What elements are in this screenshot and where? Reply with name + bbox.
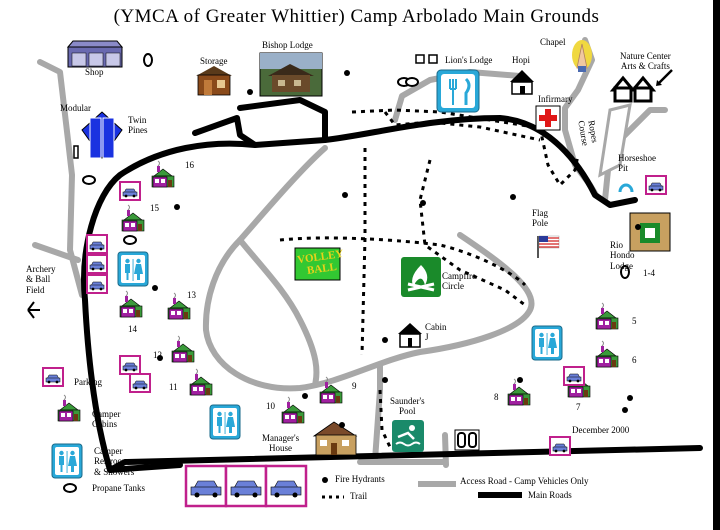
ropes-course-area	[598, 102, 632, 178]
parking-5	[129, 373, 151, 393]
label-december: December 2000	[572, 425, 630, 435]
parking-2	[86, 254, 108, 274]
label-archery: Archery & Ball Field	[26, 264, 56, 295]
parking-4	[119, 355, 141, 375]
modular-building	[73, 111, 123, 159]
legend-cabin-icon	[57, 394, 81, 422]
cabin-number-11: 11	[169, 382, 178, 392]
cabin-number-8: 8	[494, 392, 499, 402]
label-horseshoe-pit: Horseshoe Pit	[618, 153, 656, 174]
horseshoe-icon	[618, 183, 634, 193]
storage-building	[196, 66, 232, 96]
legend-parking: Parking	[74, 377, 102, 387]
label-cabin-j: Cabin J	[425, 322, 447, 343]
nature-center-building	[609, 69, 673, 103]
cabin-number-9: 9	[352, 381, 357, 391]
legend-hydrant-icon	[322, 477, 328, 483]
legend-parking-icon	[42, 367, 64, 387]
cabin-number-13: 13	[187, 290, 196, 300]
cabin-number-7: 7	[576, 402, 581, 412]
parking-lot-3	[264, 464, 308, 508]
legend-restroom-icon	[51, 443, 83, 479]
legend-restrooms: Camper Restrooms & Showers	[94, 446, 135, 477]
cabin-5	[595, 302, 619, 330]
label-nature-center: Nature Center Arts & Crafts	[620, 51, 671, 72]
parking-9	[549, 436, 571, 456]
cabin-number-15: 15	[150, 203, 159, 213]
lions-lodge-icon	[415, 54, 480, 113]
volleyball-icon	[294, 247, 341, 281]
legend-main-roads: Main Roads	[528, 490, 572, 500]
campfire-icon	[401, 257, 441, 297]
cabin-16	[151, 160, 175, 188]
cabin-6	[595, 340, 619, 368]
label-twin-pines: Twin Pines	[128, 115, 148, 136]
parking-7	[645, 175, 667, 195]
restroom-east	[531, 325, 563, 361]
managers-house-building	[312, 421, 358, 456]
cabin-number-6: 6	[632, 355, 637, 365]
shop-building	[66, 40, 124, 68]
label-infirmary: Infirmary	[538, 94, 573, 104]
hopi-building	[510, 70, 534, 95]
cabin-10	[281, 396, 305, 424]
pool-icon	[392, 420, 424, 452]
bishop-lodge-building	[259, 52, 323, 97]
label-lions-lodge: Lion's Lodge	[445, 55, 493, 65]
label-bishop-lodge: Bishop Lodge	[262, 40, 313, 50]
propane-tanks	[63, 53, 630, 493]
cabin-12	[171, 335, 195, 363]
cabin-number-14: 14	[128, 324, 137, 334]
label-modular: Modular	[60, 103, 91, 113]
legend-fire-hydrants: Fire Hydrants	[335, 474, 385, 484]
label-managers-house: Manager's House	[262, 433, 300, 454]
cabin-number-5: 5	[632, 316, 637, 326]
label-campfire: Campfire Circle	[442, 271, 476, 292]
legend-propane-tanks: Propane Tanks	[92, 483, 145, 493]
parking-lot-1	[184, 464, 228, 508]
flag-icon	[537, 235, 560, 258]
access-roads	[32, 37, 668, 468]
label-rio-hondo: Rio Hondo Lodge	[610, 240, 635, 271]
label-hopi: Hopi	[512, 55, 530, 65]
archery-arrow-icon	[27, 301, 40, 319]
cabin-14	[119, 290, 143, 318]
cabin-number-10: 10	[266, 401, 275, 411]
label-ropes-course: Ropes Course	[575, 119, 601, 147]
label-chapel: Chapel	[540, 37, 566, 47]
legend-cabins: Camper Cabins	[92, 409, 121, 430]
parking-8	[563, 366, 585, 386]
legend-tank-icon	[63, 483, 77, 493]
fire-hydrants	[152, 70, 641, 483]
cabin-15	[121, 204, 145, 232]
cabin-11	[189, 368, 213, 396]
parking-1	[86, 234, 108, 254]
parking-lot-2	[224, 464, 268, 508]
label-flag-pole: Flag Pole	[532, 208, 549, 229]
label-shop: Shop	[85, 67, 104, 77]
label-rio-hondo-num: 1-4	[643, 268, 655, 278]
chapel-icon	[572, 40, 592, 72]
map-title: (YMCA of Greater Whittier) Camp Arbolado…	[113, 6, 600, 27]
parking-3	[86, 274, 108, 294]
restroom-west	[117, 251, 149, 287]
rio-hondo-lodge-building	[629, 212, 671, 252]
legend-trail: Trail	[350, 491, 368, 501]
legend-access-road: Access Road - Camp Vehicles Only	[460, 476, 589, 486]
infirmary-icon	[535, 105, 561, 131]
cabin-number-12: 12	[153, 350, 162, 360]
cabin-j-building	[398, 323, 422, 348]
cabin-8	[507, 378, 531, 406]
restroom-south	[209, 404, 241, 440]
label-saunders-pool: Saunder's Pool	[390, 396, 425, 417]
cabin-number-16: 16	[185, 160, 194, 170]
parking-6	[119, 181, 141, 201]
label-storage: Storage	[200, 56, 228, 66]
